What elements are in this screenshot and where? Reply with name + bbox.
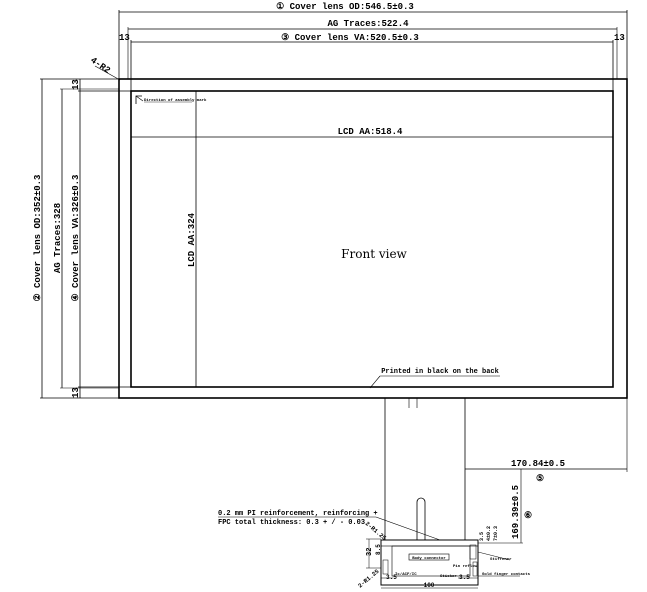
corner-radius-callout: 4-R2: [88, 55, 121, 81]
svg-text:4-R2: 4-R2: [88, 55, 111, 76]
svg-text:100: 100: [424, 582, 435, 589]
ag-traces-height: AG Traces:328: [53, 203, 63, 273]
cover-va-height: ④ Cover lens VA:326±0.3: [71, 175, 81, 302]
svg-text:⑥: ⑥: [524, 511, 532, 521]
svg-text:32: 32: [366, 548, 374, 556]
margin-right-label: 13: [614, 33, 625, 43]
fpc-note: 0.2 mm PI reinforcement, reinforcing + F…: [218, 510, 441, 590]
margin-left-label: 13: [119, 33, 130, 43]
cover-lens: [118, 78, 628, 399]
lcd-aa-width: LCD AA:518.4: [338, 127, 403, 137]
svg-text:2-R1.25: 2-R1.25: [364, 520, 388, 542]
fpc-length-v: 169.39±0.5: [511, 485, 521, 539]
svg-text:7±0.3: 7±0.3: [493, 526, 499, 541]
view-label: Front view: [341, 247, 407, 261]
top-dimensions: ① Cover lens OD:546.5±0.3 AG Traces:522.…: [118, 2, 628, 91]
svg-text:Gold finger contacts: Gold finger contacts: [482, 572, 531, 577]
svg-text:FPC total thickness: 0.3 + / -: FPC total thickness: 0.3 + / - 0.03: [218, 519, 365, 527]
svg-text:Body connector: Body connector: [412, 556, 446, 561]
svg-text:8.5: 8.5: [375, 544, 382, 555]
svg-text:4±0.2: 4±0.2: [486, 526, 492, 541]
svg-text:Printed in black on the back: Printed in black on the back: [381, 368, 499, 376]
margin-bottom-label: 13: [71, 387, 81, 398]
fpc-tail: [384, 398, 466, 540]
svg-text:Ic/ACF/IC: Ic/ACF/IC: [395, 572, 417, 577]
fpc-dimensions: 170.84±0.5 ⑤ 169.39±0.5 ⑥: [465, 398, 628, 544]
svg-text:3.5: 3.5: [479, 532, 485, 541]
fpc-length-h: 170.84±0.5: [511, 459, 565, 469]
svg-text:2-R1.25: 2-R1.25: [357, 568, 381, 590]
lcd-aa-height: LCD AA:324: [187, 212, 197, 267]
cover-va-width: ③ Cover lens VA:520.5±0.3: [281, 33, 419, 43]
svg-text:3.5: 3.5: [386, 574, 397, 581]
left-dimensions: ② Cover lens OD:352±0.3 AG Traces:328 ④ …: [33, 78, 131, 399]
printed-note: Printed in black on the back: [369, 368, 500, 389]
margin-top-label: 13: [71, 79, 81, 90]
fpc-connector: Body connector 32 8.5 3.5 3.5 100 Ic/ACF…: [366, 526, 531, 589]
cover-od-width: ① Cover lens OD:546.5±0.3: [276, 2, 414, 12]
svg-text:Stiffener: Stiffener: [490, 557, 512, 562]
svg-text:Direction of assembly mark: Direction of assembly mark: [144, 98, 207, 103]
svg-text:Pin reflow: Pin reflow: [453, 564, 478, 569]
svg-text:Sticker: Sticker: [440, 574, 457, 579]
svg-text:3.5: 3.5: [459, 574, 470, 581]
svg-text:⑤: ⑤: [536, 474, 544, 484]
svg-text:0.2 mm PI reinforcement, reinf: 0.2 mm PI reinforcement, reinforcing +: [218, 510, 378, 518]
ag-traces-width: AG Traces:522.4: [327, 19, 409, 29]
assembly-mark: Direction of assembly mark: [135, 95, 207, 104]
cover-od-height: ② Cover lens OD:352±0.3: [33, 175, 43, 302]
